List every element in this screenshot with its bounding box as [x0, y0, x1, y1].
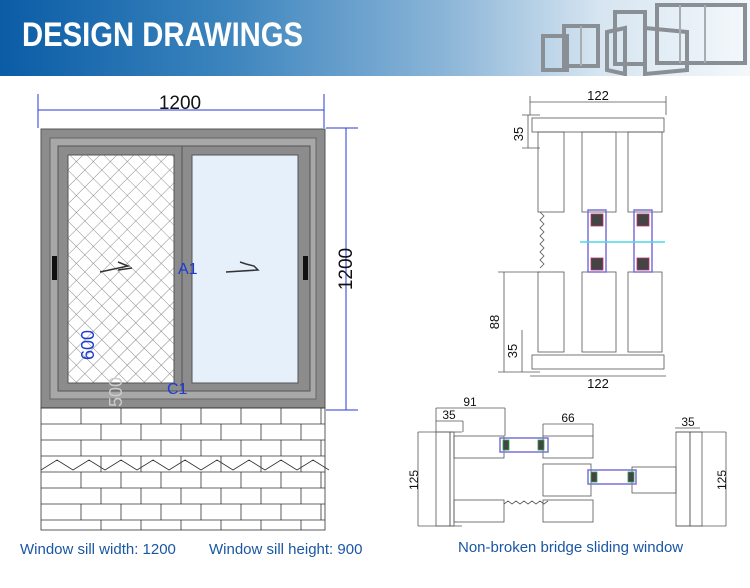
banner-title: DESIGN DRAWINGS [22, 16, 304, 54]
left-depth-dimension: 35 [442, 408, 456, 422]
vertical-section-drawing [498, 96, 667, 377]
sliding-arrow-icon [225, 261, 260, 273]
product-caption: Non-broken bridge sliding window [458, 539, 684, 556]
right-height-dimension: 125 [715, 470, 729, 490]
handle-icon [303, 256, 308, 280]
handle-height-dimension: 600 [78, 330, 98, 360]
lower-height-dimension: 88 [487, 315, 502, 329]
brick-wall [40, 407, 330, 531]
top-depth-dimension: 35 [511, 127, 526, 141]
sash-label-a1: A1 [178, 261, 198, 278]
window-products-picture [541, 3, 747, 76]
bottom-width-dimension: 122 [587, 376, 609, 391]
sash-label-c1: C1 [167, 381, 188, 398]
sill-height-caption: Window sill height: 900 [209, 541, 363, 558]
header-banner: DESIGN DRAWINGS [0, 0, 750, 76]
bottom-depth-dimension: 35 [505, 344, 520, 358]
horizontal-section-drawing [417, 407, 727, 527]
right-depth-dimension: 35 [681, 415, 695, 429]
sliding-arrow-icon [99, 261, 133, 273]
middle-width-dimension: 66 [561, 411, 575, 425]
window-elevation: 1200 1200 A1 C1 600 1500 [37, 93, 358, 531]
sill-width-caption: Window sill width: 1200 [20, 541, 176, 558]
total-height-dimension: 1500 [106, 377, 126, 417]
left-height-dimension: 125 [407, 470, 421, 490]
top-width-dimension: 122 [587, 88, 609, 103]
width-dimension: 1200 [159, 93, 201, 114]
height-dimension: 1200 [336, 248, 357, 290]
outer-width-dimension: 91 [463, 395, 477, 409]
handle-icon [52, 256, 57, 280]
